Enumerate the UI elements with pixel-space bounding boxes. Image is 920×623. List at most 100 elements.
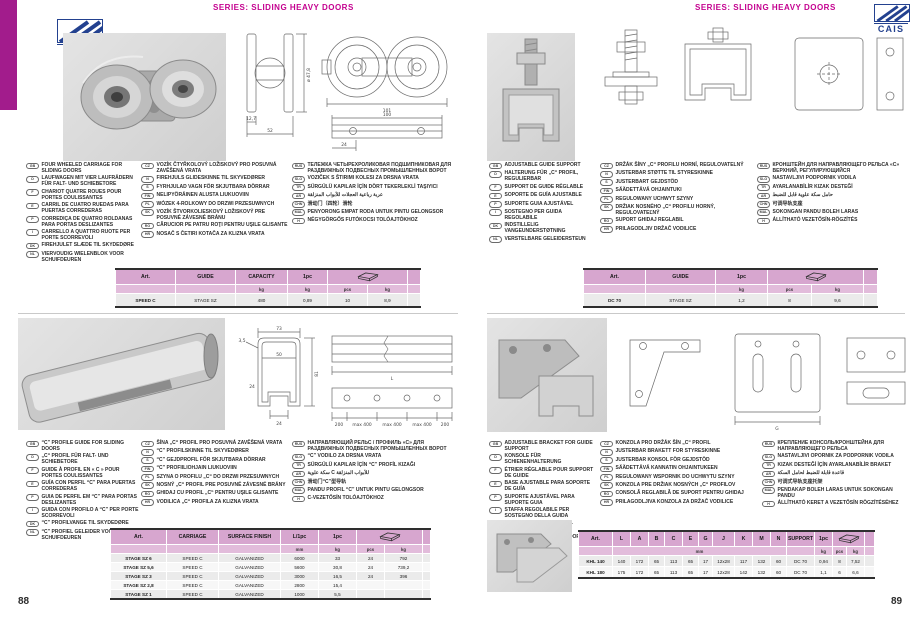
table-cell: 1,2 (715, 293, 768, 308)
description-item: DK“C” PROFILVANGE TIL SKYDEDØRE (26, 520, 140, 528)
unit-cell (166, 544, 219, 554)
table-cell: SPEED C (166, 553, 219, 563)
column-header: Art. (578, 530, 613, 547)
table-cell: 1000 (280, 589, 319, 600)
language-code-badge: S (141, 457, 154, 464)
section-divider (18, 313, 458, 314)
language-code-badge: GB (489, 440, 502, 448)
language-code-badge: E (489, 192, 502, 200)
description-text: SOPORTE DE GUÍA AJUSTABLE (504, 192, 582, 199)
language-code-badge: TR (757, 184, 770, 191)
description-text: “C” GEJDPROFIL FÖR SKJUTBARA DÖRRAR (156, 456, 266, 463)
unit-cell: pcs (356, 544, 385, 554)
unit-cell (786, 546, 815, 556)
column-header (422, 528, 431, 545)
description-text: NASTAVLJIVI OPORNIK ZA PODPORNIK VODILA (777, 453, 894, 460)
table-cell (864, 566, 875, 579)
column-header: N (770, 530, 787, 547)
description-text: SÜRGÜLÜ KAPILAR İÇİN DÖRT TEKERLEKLİ TAŞ… (307, 183, 438, 190)
dimension-label: G (775, 426, 779, 432)
page-title-right: SERIES: SLIDING HEAVY DOORS (695, 3, 836, 12)
column-header: G (698, 530, 713, 547)
dimension-label: 200 (441, 422, 450, 428)
language-code-badge: H (292, 495, 305, 503)
language-code-badge: SLO (762, 453, 775, 461)
description-item: D„C“ PROFIL FÜR FALT- UND SCHIEBETORE (26, 453, 140, 465)
description-item: GB“C” PROFILE GUIDE FOR SLIDING DOORS (26, 440, 140, 452)
language-code-badge: S (600, 457, 613, 464)
table-cell: 113 (664, 555, 683, 567)
column-header: B (648, 530, 665, 547)
table-cell: 117 (734, 555, 753, 567)
language-code-badge: FIN (600, 465, 613, 473)
unit-cell (407, 284, 421, 294)
column-header: L (612, 530, 631, 547)
description-text: حامل سكة علوية قابل للضبط (772, 192, 833, 199)
table-cell: 8,9 (367, 293, 408, 308)
description-text: WÓZEK 4-ROLKOWY DO DRZWI PRZESUWNYCH (156, 200, 275, 207)
carriage-drawing: 12,7 52 ø 47,8 101 100 24 (232, 22, 460, 167)
bracket-drawing: G (615, 318, 915, 441)
language-code-badge: TR (292, 184, 305, 191)
language-code-badge: HR (600, 226, 613, 233)
table-cell: 30,8 (318, 562, 357, 572)
description-item: FIN“C” PROFIILIOHJAIN LIUKUOVIIN (141, 465, 291, 473)
description-text: CARRELLO A QUATTRO RUOTE PER PORTE SCORR… (41, 228, 131, 241)
column-header: 1pc (715, 268, 768, 285)
table-cell: STAGE SZ (175, 293, 236, 308)
table-cell (384, 589, 423, 600)
language-code-badge: N (600, 448, 613, 456)
table-cell (422, 589, 431, 600)
table-cell (422, 571, 431, 581)
description-text: КРЕПЛЕНИЕ КОНСОЛЬ/КРОНШТЕЙНА ДЛЯ НАПРАВЛ… (777, 440, 884, 453)
language-code-badge: F (489, 467, 502, 474)
description-text: CARRIL DE CUATRO RUEDAS PARA PUERTAS COR… (41, 202, 129, 215)
table-cell: STAGE SZ 5,6 (110, 562, 167, 572)
language-code-badge: N (141, 175, 154, 183)
table-cell: 24 (356, 562, 385, 572)
section-divider (487, 313, 905, 314)
table-cell (422, 580, 431, 590)
description-text: JUSTERBAR KONSOL FÖR GEJDSTÖD (615, 456, 710, 463)
description-text: ÉTRIER RÉGLABLE POUR SUPPORT DE GUIDE (504, 466, 594, 479)
table-cell: SPEED C (166, 580, 219, 590)
dimension-label: L (391, 376, 394, 382)
description-text: SUPPORT DE GUIDE RÉGLABLE (504, 183, 584, 190)
table-cell: 1,1 (814, 566, 833, 579)
language-code-badge: CZ (141, 440, 154, 448)
package-icon (378, 532, 401, 541)
language-code-badge: MAL (292, 209, 305, 217)
description-text: PENDAKAP BOLEH LARAS UNTUK SOKONGAN PAND… (777, 486, 893, 499)
description-text: CONSOLĂ REGLABILĂ DE SUPORT PENTRU GHIDA… (615, 490, 744, 497)
column-header: GUIDE (175, 268, 236, 285)
language-code-badge: DK (489, 222, 502, 230)
description-text: ÁLLÍTHATÓ VEZETŐSÍN-RÖGZÍTÉS (772, 217, 858, 224)
description-text: KIZAK DESTEĞİ İÇİN AYARLANABİLİR BRAKET (777, 461, 892, 468)
c-profile-drawing: 73 3,5 50 81 24 24 L 200 max 400 max 400… (232, 318, 460, 441)
